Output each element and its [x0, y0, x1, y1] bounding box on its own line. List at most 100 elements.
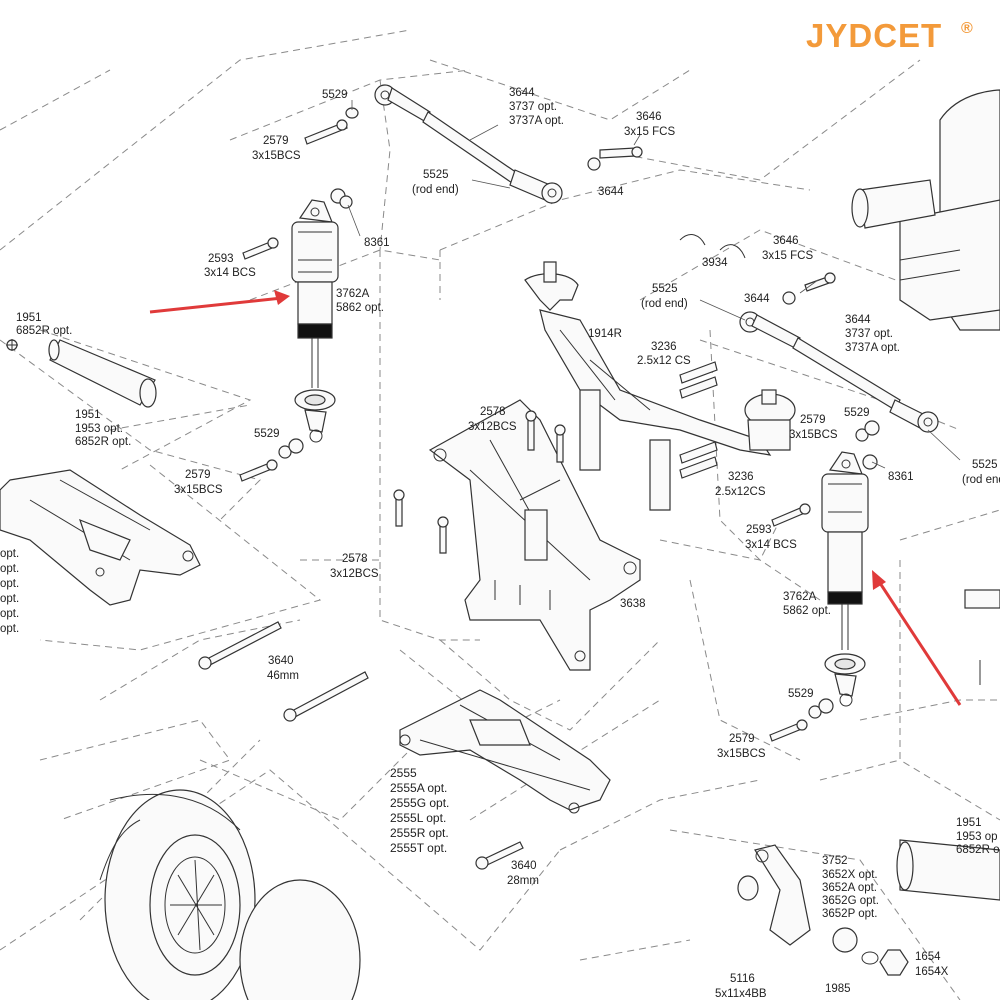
- part-label: 2555A opt.: [390, 781, 447, 795]
- part-label: 3x14 BCS: [204, 267, 256, 279]
- callout-arrows: [149, 290, 962, 706]
- part-label: opt.: [0, 563, 19, 575]
- steering-knuckle-right: [737, 839, 1000, 976]
- part-label: 5525: [652, 283, 678, 295]
- part-label: 6852R op: [956, 844, 1000, 856]
- part-label: 3644: [598, 186, 624, 198]
- part-label: 5116: [730, 973, 755, 985]
- part-label: 2579: [800, 414, 826, 426]
- part-label: 3762A: [336, 288, 370, 300]
- part-label: 3x15BCS: [789, 429, 838, 441]
- part-label: 3x15BCS: [252, 150, 301, 162]
- part-label: 2579: [185, 469, 211, 481]
- part-label: 2555G opt.: [390, 796, 449, 810]
- part-label: 2.5x12CS: [715, 486, 766, 498]
- part-label: (rod end): [962, 474, 1000, 486]
- part-label: 3x12BCS: [468, 421, 517, 433]
- part-label: 3236: [728, 471, 754, 483]
- part-label: 6852R opt.: [75, 436, 131, 448]
- part-label: 2593: [746, 524, 772, 536]
- part-label: 3737 opt.: [845, 328, 893, 340]
- part-label: opt.: [0, 623, 19, 635]
- part-label: 2555: [390, 766, 417, 780]
- part-label: 5525: [972, 459, 998, 471]
- part-label: 1951: [16, 312, 42, 324]
- part-label: 5529: [788, 688, 814, 700]
- part-label: 3x15BCS: [174, 484, 223, 496]
- part-label: (rod end): [412, 184, 459, 196]
- center-screws: [393, 361, 718, 554]
- part-label: 3x14 BCS: [745, 539, 797, 551]
- part-label: 3646: [636, 111, 662, 123]
- part-label: opt.: [0, 608, 19, 620]
- part-label: 3652A opt.: [822, 882, 877, 894]
- part-label: 1953 opt.: [75, 423, 123, 435]
- gearbox-housing: [851, 89, 1000, 685]
- part-label: 1951: [956, 817, 982, 829]
- brand-registered-mark: ®: [961, 20, 974, 37]
- part-label: 46mm: [267, 670, 299, 682]
- shock-absorber-left: [291, 199, 339, 443]
- leader-lines: [347, 100, 961, 469]
- hardware-upper-left: [242, 119, 643, 260]
- part-label: opt.: [0, 548, 19, 560]
- part-labels: 5529 2579 3x15BCS 3644 3737 opt. 3737A o…: [0, 87, 1000, 1000]
- part-label: 2578: [342, 553, 368, 565]
- part-label: 3640: [511, 860, 537, 872]
- part-label: 1953 op: [956, 831, 998, 843]
- part-label: 3x12BCS: [330, 568, 379, 580]
- part-label: 1951: [75, 409, 101, 421]
- part-label: 3752: [822, 855, 848, 867]
- part-label: 5529: [254, 428, 280, 440]
- part-label: 5862 opt.: [336, 302, 384, 314]
- part-label: 2579: [729, 733, 755, 745]
- driveshaft-left: [6, 339, 157, 408]
- hinge-pins: [198, 621, 524, 870]
- part-label: 5525: [423, 169, 449, 181]
- part-label: 3737A opt.: [845, 342, 900, 354]
- part-label: 3644: [509, 87, 535, 99]
- part-label: opt.: [0, 593, 19, 605]
- part-label: 28mm: [507, 875, 539, 887]
- part-label: 1654X: [915, 966, 949, 978]
- part-label: 2.5x12 CS: [637, 355, 691, 367]
- part-label: 5x11x4BB: [715, 988, 767, 1000]
- part-label: 8361: [364, 237, 390, 249]
- part-label: 1654: [915, 951, 941, 963]
- part-label: 1985: [825, 983, 851, 995]
- part-label: 3646: [773, 235, 799, 247]
- part-label: 3652G opt.: [822, 895, 879, 907]
- hardware-left-shock: [239, 438, 304, 482]
- part-label: 3762A: [783, 591, 817, 603]
- part-label: 3236: [651, 341, 677, 353]
- part-label: opt.: [0, 578, 19, 590]
- part-label: 2578: [480, 406, 506, 418]
- body-mount-1914r: [524, 261, 796, 511]
- part-label: 2555R opt.: [390, 826, 449, 840]
- part-label: 5529: [322, 89, 348, 101]
- part-label: 3644: [845, 314, 871, 326]
- chassis-bulkhead: [428, 399, 641, 671]
- part-label: 2555L opt.: [390, 811, 446, 825]
- part-label: 3652X opt.: [822, 869, 878, 881]
- part-label: 3652P opt.: [822, 908, 877, 920]
- turnbuckle-link-left: [345, 84, 563, 204]
- part-label: 3737 opt.: [509, 101, 557, 113]
- part-label: 3x15 FCS: [624, 126, 675, 138]
- part-label: 3x15BCS: [717, 748, 766, 760]
- part-label: 3644: [744, 293, 770, 305]
- part-label: 5529: [844, 407, 870, 419]
- part-label: 2593: [208, 253, 234, 265]
- suspension-arm-left: [0, 469, 201, 606]
- wheel-tire: [99, 789, 361, 1000]
- part-label: 8361: [888, 471, 914, 483]
- part-label: 3638: [620, 598, 646, 610]
- part-label: 2555T opt.: [390, 841, 447, 855]
- part-label: 2579: [263, 135, 289, 147]
- part-label: 3x15 FCS: [762, 250, 813, 262]
- part-label: 3737A opt.: [509, 115, 564, 127]
- part-label: (rod end): [641, 298, 688, 310]
- part-label: 6852R opt.: [16, 325, 72, 337]
